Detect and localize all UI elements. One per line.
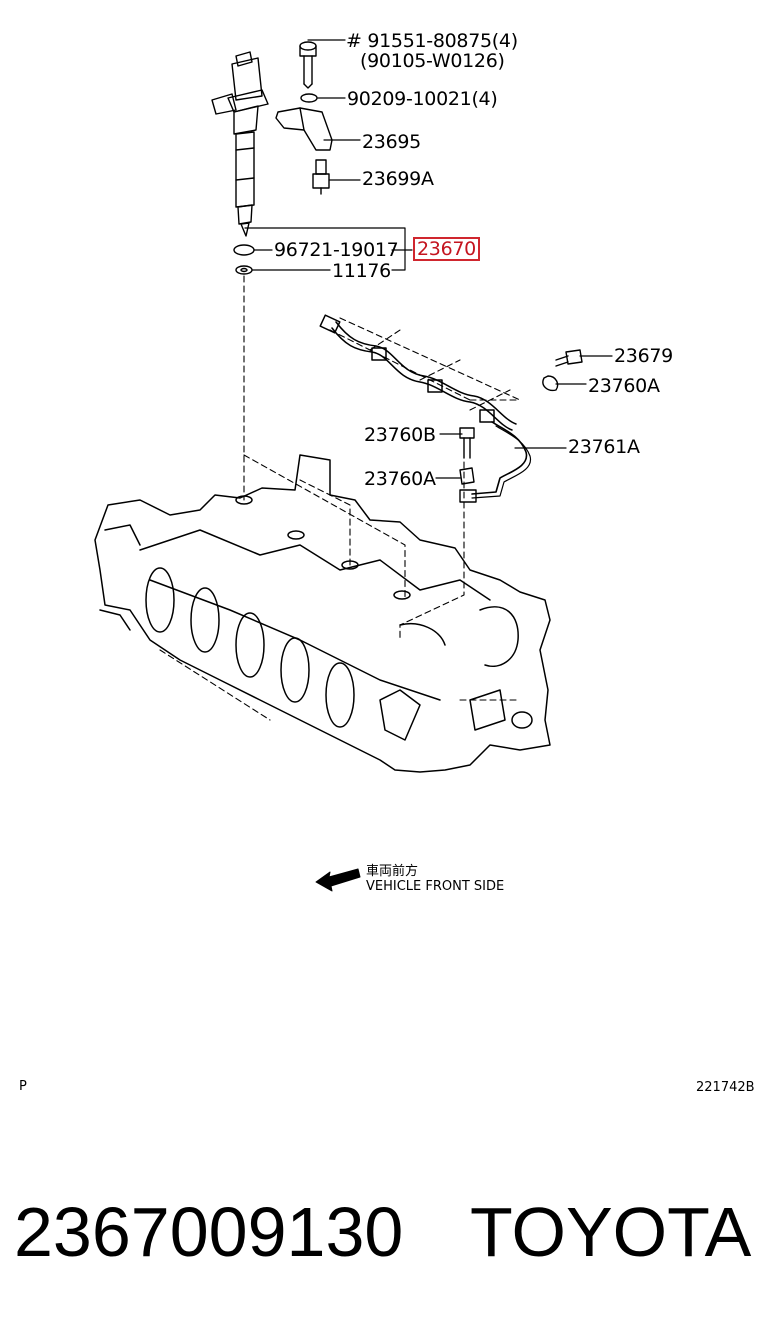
dashed-guides bbox=[159, 275, 521, 721]
label-23760a-top[interactable]: 23760A bbox=[588, 375, 660, 397]
bolt-91551[interactable] bbox=[299, 41, 317, 89]
fitting-23760a-lower[interactable] bbox=[459, 489, 477, 503]
corner-code-right: 221742B bbox=[696, 1080, 755, 1095]
bolt-23679[interactable] bbox=[555, 349, 583, 367]
label-91551[interactable]: # 91551-80875(4) bbox=[346, 30, 518, 52]
label-23761a[interactable]: 23761A bbox=[568, 436, 640, 458]
clip-23760a-mid[interactable] bbox=[459, 467, 475, 485]
front-arrow-icon bbox=[315, 868, 361, 892]
corner-code-left: P bbox=[19, 1079, 27, 1094]
washer-90209[interactable] bbox=[300, 93, 318, 103]
sensor-23699a[interactable] bbox=[312, 159, 330, 195]
label-23760a-mid[interactable]: 23760A bbox=[364, 468, 436, 490]
label-23679[interactable]: 23679 bbox=[614, 345, 673, 367]
o-ring-96721[interactable] bbox=[233, 244, 255, 256]
cylinder-head bbox=[94, 454, 551, 773]
caption-japanese: 車両前方 bbox=[366, 864, 419, 879]
label-23760b[interactable]: 23760B bbox=[364, 424, 436, 446]
clip-23760a-top[interactable] bbox=[542, 375, 559, 392]
label-96721[interactable]: 96721-19017 bbox=[274, 239, 399, 261]
part-number: 2367009130 bbox=[14, 1193, 404, 1271]
clamp-23695[interactable] bbox=[275, 107, 333, 151]
bolt-23760b[interactable] bbox=[459, 427, 475, 459]
leader-lines bbox=[244, 39, 613, 479]
label-11176[interactable]: 11176 bbox=[332, 260, 391, 282]
label-90105[interactable]: (90105-W0126) bbox=[360, 50, 505, 72]
wiring-harness[interactable] bbox=[319, 314, 517, 431]
washer-11176[interactable] bbox=[235, 265, 253, 275]
label-23695[interactable]: 23695 bbox=[362, 131, 421, 153]
label-23699a[interactable]: 23699A bbox=[362, 168, 434, 190]
pipe-23761a[interactable] bbox=[471, 421, 528, 495]
label-90209[interactable]: 90209-10021(4) bbox=[347, 88, 498, 110]
caption-vehicle-front-side: VEHICLE FRONT SIDE bbox=[366, 879, 505, 894]
injector[interactable] bbox=[211, 51, 269, 237]
brand-name: TOYOTA bbox=[470, 1193, 752, 1271]
label-23670-highlighted[interactable]: 23670 bbox=[413, 237, 480, 261]
